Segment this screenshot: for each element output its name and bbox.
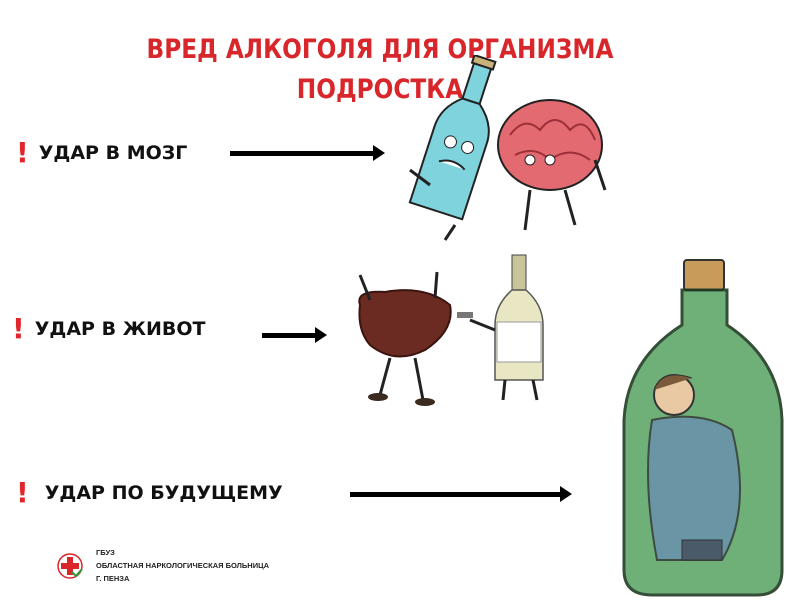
bottle-fighting-brain-illustration: [408, 55, 607, 241]
footer-line-2: ОБЛАСТНАЯ НАРКОЛОГИЧЕСКАЯ БОЛЬНИЦА: [96, 561, 269, 570]
arrow-icon: [230, 145, 385, 161]
exclamation-icon: !: [16, 136, 29, 169]
organization-footer: ГБУЗ ОБЛАСТНАЯ НАРКОЛОГИЧЕСКАЯ БОЛЬНИЦА …: [56, 546, 269, 585]
item-label: УДАР ПО БУДУЩЕМУ: [44, 481, 283, 504]
item-stomach: ! УДАР В ЖИВОТ: [12, 312, 205, 345]
exclamation-icon: !: [12, 312, 25, 345]
item-label: УДАР В ЖИВОТ: [34, 317, 206, 340]
arrow-icon: [262, 327, 327, 343]
exclamation-icon: !: [16, 476, 29, 509]
hospital-logo-icon: [57, 552, 83, 579]
item-future: ! УДАР ПО БУДУЩЕМУ: [16, 476, 283, 509]
footer-line-3: Г. ПЕНЗА: [96, 574, 130, 583]
footer-line-1: ГБУЗ: [96, 548, 115, 557]
teen-trapped-in-bottle-illustration: [622, 259, 784, 597]
page-title: ВРЕД АЛКОГОЛЯ ДЛЯ ОРГАНИЗМА: [146, 34, 614, 65]
item-label: УДАР В МОЗГ: [38, 141, 188, 164]
bottle-pointing-gun-at-liver-illustration: [358, 254, 544, 406]
arrow-icon: [350, 486, 572, 502]
item-brain: ! УДАР В МОЗГ: [16, 136, 187, 169]
page-subtitle: ПОДРОСТКА: [296, 74, 464, 105]
